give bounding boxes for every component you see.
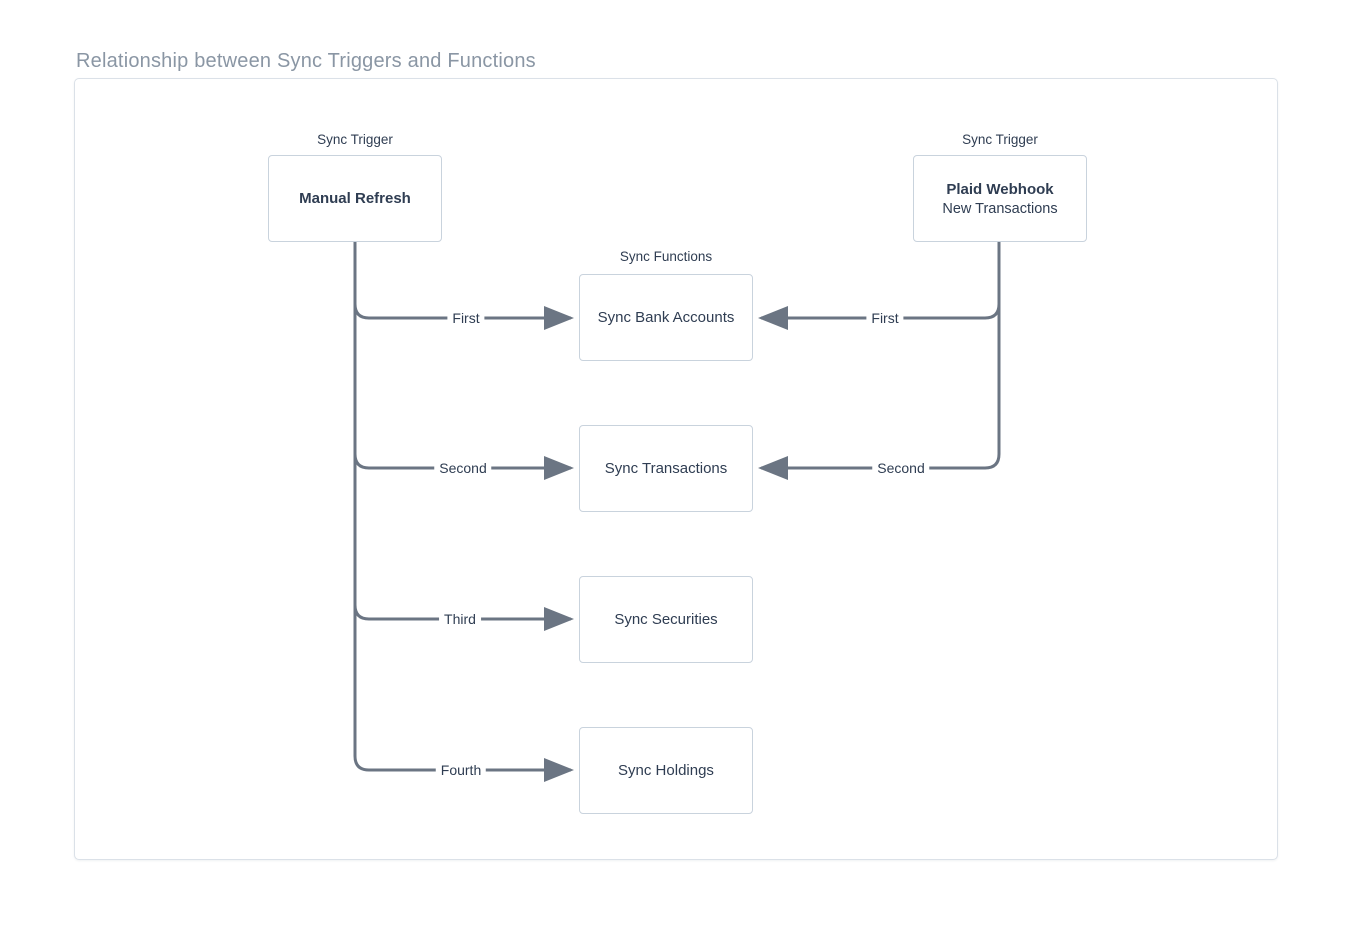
node-plaid-webhook-label: Plaid Webhook	[946, 180, 1054, 198]
edge-manual-refresh-fourth	[353, 242, 574, 782]
node-manual-refresh: Manual Refresh	[268, 155, 442, 242]
node-sync-bank-accounts: Sync Bank Accounts	[579, 274, 753, 361]
group-label-sync-trigger-left: Sync Trigger	[317, 132, 393, 147]
node-sync-transactions: Sync Transactions	[579, 425, 753, 512]
node-sync-holdings-label: Sync Holdings	[618, 762, 714, 779]
page-title: Relationship between Sync Triggers and F…	[76, 50, 536, 72]
diagram-canvas: Sync Trigger Sync Trigger Sync Functions…	[74, 78, 1278, 860]
edge-label-manual-fourth: Fourth	[435, 760, 487, 780]
edge-label-manual-third: Third	[439, 609, 481, 629]
edge-manual-refresh-second	[353, 453, 574, 480]
edge-plaid-webhook-second	[758, 242, 1001, 480]
node-plaid-webhook: Plaid Webhook New Transactions	[913, 155, 1087, 242]
node-manual-refresh-label: Manual Refresh	[299, 190, 411, 207]
edge-label-manual-second: Second	[434, 458, 492, 478]
node-sync-transactions-label: Sync Transactions	[604, 460, 728, 477]
edges-layer	[353, 242, 1001, 782]
edge-label-plaid-first: First	[866, 308, 904, 328]
node-sync-holdings: Sync Holdings	[579, 727, 753, 814]
edge-label-plaid-second: Second	[872, 458, 930, 478]
group-label-sync-trigger-right: Sync Trigger	[962, 132, 1038, 147]
node-sync-securities-label: Sync Securities	[614, 611, 718, 628]
group-label-sync-functions: Sync Functions	[619, 249, 713, 264]
edge-label-manual-first: First	[447, 308, 485, 328]
node-plaid-webhook-subtitle: New Transactions	[942, 200, 1058, 217]
edge-manual-refresh-first	[353, 303, 574, 330]
edge-manual-refresh-third	[353, 604, 574, 631]
node-sync-securities: Sync Securities	[579, 576, 753, 663]
node-sync-bank-accounts-label: Sync Bank Accounts	[597, 309, 735, 326]
